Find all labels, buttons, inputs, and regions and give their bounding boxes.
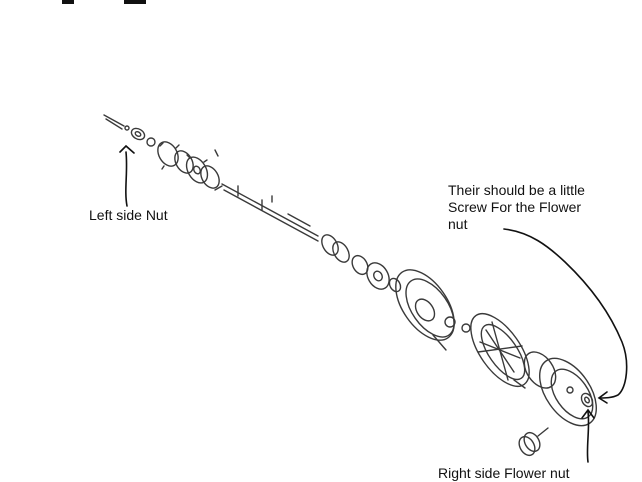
left-bolt xyxy=(103,114,130,131)
top-edge-fragment-right xyxy=(124,0,146,4)
screw-note-line-3: nut xyxy=(448,216,468,232)
drive-shaft xyxy=(221,183,319,242)
screw-note-arrow xyxy=(503,228,628,399)
right-nut-arrowhead xyxy=(581,408,595,419)
left-side-nut-label: Left side Nut xyxy=(89,207,168,223)
left-nut-part xyxy=(130,127,156,147)
flower-nut-screw-note: Their should be a little Screw For the F… xyxy=(448,182,585,233)
right-side-flower-nut-label: Right side Flower nut xyxy=(438,465,570,481)
clutch-drum xyxy=(395,269,471,351)
right-flower-nut-part xyxy=(580,392,594,408)
screw-note-line-2: Screw For the Flower xyxy=(448,199,582,215)
screw-note-arrowhead xyxy=(597,391,608,404)
screw-note-line-1: Their should be a little xyxy=(448,182,585,198)
spring-part xyxy=(518,427,549,457)
bearing-stack xyxy=(321,234,402,293)
left-nut-arrow xyxy=(125,151,128,207)
left-nut-arrowhead xyxy=(119,144,135,154)
right-nut-arrow xyxy=(586,411,590,463)
sprocket-assembly xyxy=(157,141,223,191)
top-edge-fragment-left xyxy=(62,0,74,4)
end-cover xyxy=(513,351,597,427)
spoked-plate xyxy=(470,313,530,387)
